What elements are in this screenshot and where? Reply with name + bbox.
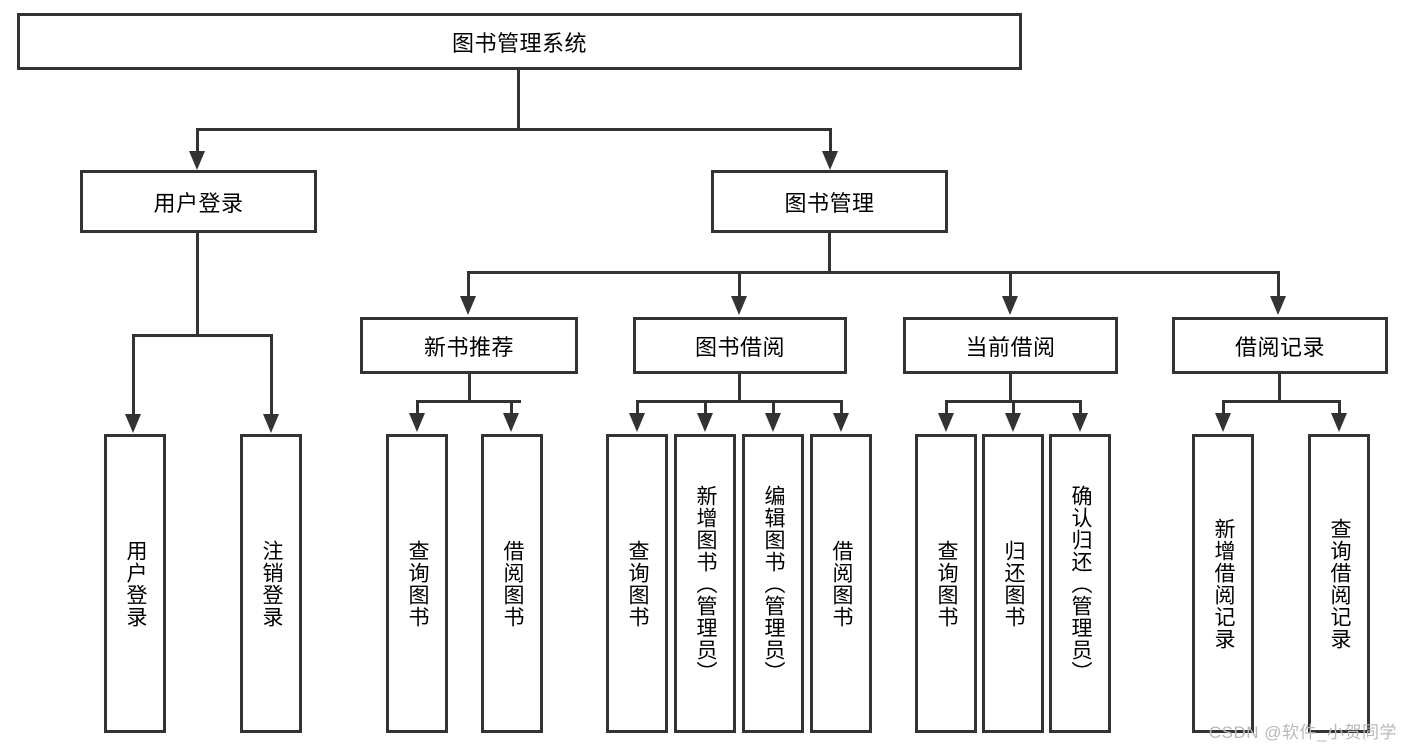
edge-group4-drop-1 [1338, 400, 1341, 413]
node-leaf-11-label: 新增借阅记录 [1212, 517, 1236, 650]
arrowhead-group2-2 [765, 413, 781, 432]
arrowhead-group3-2 [1072, 413, 1088, 432]
edge-group2-drop-1 [704, 400, 707, 413]
node-leaf-10-label: 确认归还（管理员） [1069, 484, 1093, 683]
arrowhead-books-1 [731, 296, 747, 315]
node-level2-0[interactable]: 用户登录 [80, 170, 317, 233]
arrowhead-root-1 [822, 151, 838, 170]
node-leaf-0[interactable]: 用户登录 [104, 434, 166, 733]
node-leaf-11[interactable]: 新增借阅记录 [1192, 434, 1254, 733]
edge-group4-stem [1278, 374, 1281, 401]
node-root[interactable]: 图书管理系统 [17, 13, 1022, 70]
edge-books-drop-0 [467, 271, 470, 296]
node-leaf-1[interactable]: 注销登录 [240, 434, 302, 733]
arrowhead-group2-3 [833, 413, 849, 432]
edge-group3-drop-0 [945, 400, 948, 413]
arrowhead-group4-1 [1331, 413, 1347, 432]
edge-group2-drop-3 [840, 400, 843, 413]
arrowhead-books-3 [1270, 296, 1286, 315]
edge-login-bar [133, 334, 271, 337]
node-leaf-0-label: 用户登录 [124, 539, 148, 628]
node-leaf-8[interactable]: 查询图书 [915, 434, 977, 733]
arrowhead-login-0 [125, 414, 141, 433]
edge-group1-stem [468, 374, 471, 401]
node-level3-1[interactable]: 图书借阅 [633, 317, 847, 374]
node-leaf-12-label: 查询借阅记录 [1328, 517, 1352, 650]
node-level2-0-label: 用户登录 [153, 190, 244, 216]
node-level3-0[interactable]: 新书推荐 [360, 317, 578, 374]
arrowhead-group3-1 [1005, 413, 1021, 432]
edge-group3-drop-1 [1012, 400, 1015, 413]
edge-group2-drop-0 [636, 400, 639, 413]
node-level3-2-label: 当前借阅 [965, 334, 1056, 360]
edge-books-bar [468, 271, 1278, 274]
node-leaf-8-label: 查询图书 [935, 539, 959, 628]
edge-group2-stem [738, 374, 741, 401]
node-leaf-2[interactable]: 查询图书 [386, 434, 448, 733]
node-leaf-4-label: 查询图书 [626, 539, 650, 628]
edge-group4-bar [1223, 400, 1339, 403]
node-level3-1-label: 图书借阅 [694, 334, 785, 360]
arrowhead-root-0 [189, 151, 205, 170]
node-leaf-9[interactable]: 归还图书 [982, 434, 1044, 733]
edge-root-stem [517, 70, 520, 130]
edge-login-stem [196, 233, 199, 335]
edge-group4-drop-0 [1222, 400, 1225, 413]
node-leaf-7-label: 借阅图书 [830, 539, 854, 628]
arrowhead-group1-0 [409, 413, 425, 432]
node-level3-0-label: 新书推荐 [423, 334, 514, 360]
node-leaf-5-label: 新增图书（管理员） [694, 484, 718, 683]
node-level3-3-label: 借阅记录 [1234, 334, 1325, 360]
edge-root-bar [197, 128, 830, 131]
node-leaf-4[interactable]: 查询图书 [606, 434, 668, 733]
node-leaf-9-label: 归还图书 [1002, 539, 1026, 628]
edge-root-drop-1 [829, 128, 832, 151]
arrowhead-login-1 [263, 414, 279, 433]
edge-login-drop-1 [270, 334, 273, 414]
edge-group1-drop-0 [416, 400, 419, 413]
edge-books-drop-3 [1277, 271, 1280, 296]
arrowhead-group2-0 [629, 413, 645, 432]
node-leaf-2-label: 查询图书 [406, 539, 430, 628]
arrowhead-group1-1 [503, 413, 519, 432]
edge-books-drop-2 [1009, 271, 1012, 296]
edge-books-stem [828, 233, 831, 273]
node-leaf-6-label: 编辑图书（管理员） [762, 484, 786, 683]
node-leaf-3[interactable]: 借阅图书 [481, 434, 543, 733]
arrowhead-books-2 [1002, 296, 1018, 315]
node-level3-2[interactable]: 当前借阅 [903, 317, 1118, 374]
node-leaf-3-label: 借阅图书 [501, 539, 525, 628]
node-leaf-6[interactable]: 编辑图书（管理员） [742, 434, 804, 733]
node-leaf-10[interactable]: 确认归还（管理员） [1049, 434, 1111, 733]
arrowhead-books-0 [460, 296, 476, 315]
node-level3-3[interactable]: 借阅记录 [1172, 317, 1388, 374]
edge-group3-stem [1009, 374, 1012, 401]
edge-group3-drop-2 [1079, 400, 1082, 413]
node-root-label: 图书管理系统 [451, 30, 587, 56]
edge-group2-bar [637, 400, 841, 403]
edge-group1-drop-1 [510, 400, 513, 413]
node-leaf-7[interactable]: 借阅图书 [810, 434, 872, 733]
node-leaf-1-label: 注销登录 [260, 539, 284, 628]
arrowhead-group2-1 [697, 413, 713, 432]
node-leaf-12[interactable]: 查询借阅记录 [1308, 434, 1370, 733]
watermark: CSDN @软件_小贺同学 [1208, 723, 1397, 742]
node-level2-1-label: 图书管理 [784, 190, 875, 216]
edge-books-drop-1 [738, 271, 741, 296]
arrowhead-group3-0 [938, 413, 954, 432]
arrowhead-group4-0 [1215, 413, 1231, 432]
edge-login-drop-0 [132, 334, 135, 414]
node-leaf-5[interactable]: 新增图书（管理员） [674, 434, 736, 733]
edge-group1-bar [417, 400, 521, 403]
edge-group2-drop-2 [772, 400, 775, 413]
edge-root-drop-0 [196, 128, 199, 151]
node-level2-1[interactable]: 图书管理 [711, 170, 948, 233]
